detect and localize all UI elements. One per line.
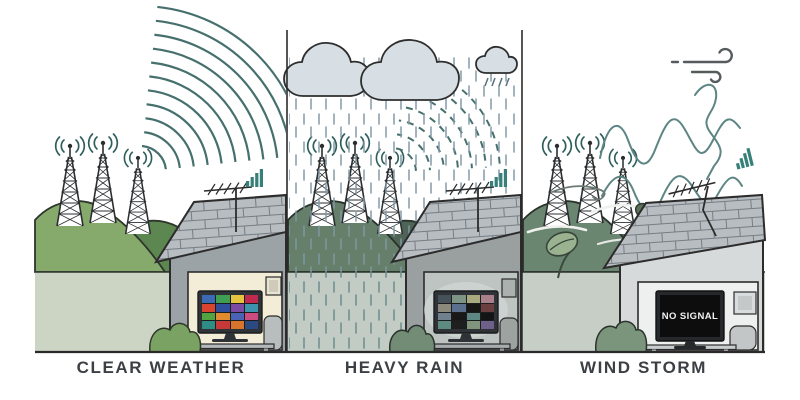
caption-wind-storm: WIND STORM (579, 358, 708, 377)
radio-tower-icon (54, 136, 86, 227)
panel-wind-storm (522, 47, 767, 353)
bush (389, 324, 436, 353)
sofa-arm (499, 317, 519, 351)
tv-color-cell (466, 295, 480, 303)
tv-color-cell (202, 295, 216, 303)
tv-color-bars-degraded (438, 295, 494, 329)
caption-heavy-rain: HEAVY RAIN (344, 358, 465, 377)
wind-icon (670, 47, 733, 84)
tv-color-cell (230, 321, 244, 329)
tv-color-cell (230, 303, 244, 312)
tv-color-cell (202, 321, 216, 329)
tv-stand (224, 333, 236, 339)
tv-color-cell (244, 321, 258, 329)
tv-color-cell (202, 312, 216, 321)
tv-color-cell (230, 295, 244, 303)
tv-color-cell (452, 295, 466, 303)
tv-color-cell (216, 312, 230, 321)
bush (595, 320, 648, 353)
tv-color-cell (480, 321, 494, 329)
tv-stand (684, 341, 696, 346)
tv-antenna-icon (666, 176, 718, 199)
tv-color-cell (244, 312, 258, 321)
signal-waves-icon (35, 4, 286, 340)
tv-color-cell (438, 321, 452, 329)
tv-color-cell (480, 303, 494, 312)
tv-color-cell (216, 295, 230, 303)
sofa-arm (263, 315, 283, 351)
tv-antenna-icon (203, 181, 253, 196)
picture-frame (501, 278, 517, 298)
radio-tower-icon (87, 133, 119, 224)
signal-bars-icon (733, 147, 754, 170)
tv-color-cell (230, 312, 244, 321)
radio-tower-icon (541, 136, 573, 227)
tv-color-cell (466, 321, 480, 329)
tv-color-cell (480, 312, 494, 321)
no-signal-text: NO SIGNAL (661, 310, 719, 322)
tv-color-cell (438, 312, 452, 321)
rain-cloud-icon (283, 39, 518, 101)
bent-antenna-pole (702, 185, 717, 237)
tv-color-cell (466, 303, 480, 312)
tv-color-cell (466, 312, 480, 321)
tree-bent-by-wind (545, 231, 579, 279)
roof (389, 193, 522, 264)
tv-stand (460, 333, 472, 339)
roof (601, 193, 767, 270)
tv-color-cell (202, 303, 216, 312)
caption-clear-weather: CLEAR WEATHER (76, 358, 246, 377)
signal-bars-icon (246, 169, 263, 187)
tv-color-bars-clear (202, 295, 258, 329)
tv-color-cell (438, 295, 452, 303)
scrambled-signal-waves-icon (599, 83, 743, 213)
tv-color-cell (452, 303, 466, 312)
bush (149, 322, 202, 353)
radio-tower-icon (608, 148, 638, 235)
tv-screen (660, 295, 720, 337)
radio-tower-icon (123, 148, 153, 235)
sofa-arm (729, 325, 757, 351)
cloud-rain-ticks (484, 77, 510, 87)
tv-color-cell (244, 295, 258, 303)
roof (153, 193, 287, 264)
house (601, 147, 767, 353)
tv-color-cell (452, 321, 466, 329)
tv-color-cell (480, 295, 494, 303)
tv-color-cell (216, 321, 230, 329)
tv-color-cell (244, 303, 258, 312)
panel-clear-weather (34, 4, 287, 353)
tv-color-cell (452, 312, 466, 321)
tv-color-cell (438, 303, 452, 312)
tv-color-cell (216, 303, 230, 312)
